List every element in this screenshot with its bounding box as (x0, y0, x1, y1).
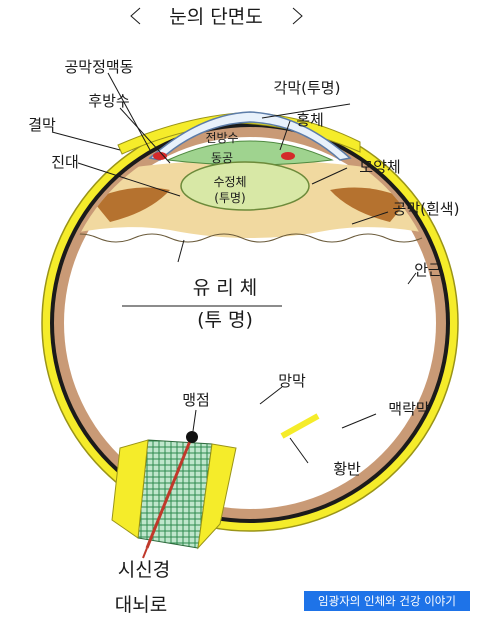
label-blind-spot: 맹점 (182, 391, 210, 409)
label-ciliary-body: 모양체 (359, 158, 400, 176)
label-vitreous-note: (투 명) (197, 309, 253, 331)
label-pupil: 동공 (211, 151, 233, 165)
macula-marker (280, 413, 320, 439)
central-retinal-artery (145, 435, 194, 549)
label-macula: 황반 (333, 460, 361, 478)
label-lens-note: (투명) (214, 191, 245, 205)
credit-banner: 임광자의 인체와 건강 이야기 (304, 591, 470, 611)
label-sclera: 공막(흰색) (393, 200, 460, 218)
label-choroid: 맥락막 (388, 400, 430, 418)
optic-sheath-left (111, 439, 149, 539)
label-posterior-chamber: 후방수 (88, 92, 129, 110)
leader-lines (51, 72, 417, 464)
ciliary-body-right (330, 187, 408, 222)
label-retina: 망막 (278, 372, 306, 390)
label-to-brain: 대뇌로 (115, 594, 167, 616)
ciliary-body-left (92, 187, 170, 222)
label-optic-nerve: 시신경 (118, 559, 170, 581)
label-iris: 홍체 (296, 111, 324, 129)
title-text: 눈의 단면도 (169, 6, 262, 28)
lens (180, 161, 310, 211)
label-cornea: 각막(투명) (274, 79, 341, 97)
blind-spot-marker (186, 431, 198, 443)
vitreous-body (64, 137, 436, 509)
label-eye-muscle: 안근 (414, 261, 442, 279)
label-lens: 수정체 (213, 175, 246, 189)
label-vitreous: 유 리 체 (193, 277, 258, 299)
diagram-title: 눈의 단면도 (130, 6, 303, 28)
iris-left (153, 152, 167, 160)
nerve-leader-end (142, 547, 148, 559)
cornea (148, 111, 352, 161)
optic-sheath-right (197, 443, 237, 550)
label-conjunctiva: 결막 (28, 116, 56, 134)
iris-right (281, 152, 295, 160)
label-scleral-venous-sinus: 공막정맥동 (64, 58, 133, 76)
label-anterior-chamber: 전방수 (205, 131, 238, 145)
label-zonule: 진대 (51, 153, 79, 171)
ciliary-edge (61, 232, 441, 243)
